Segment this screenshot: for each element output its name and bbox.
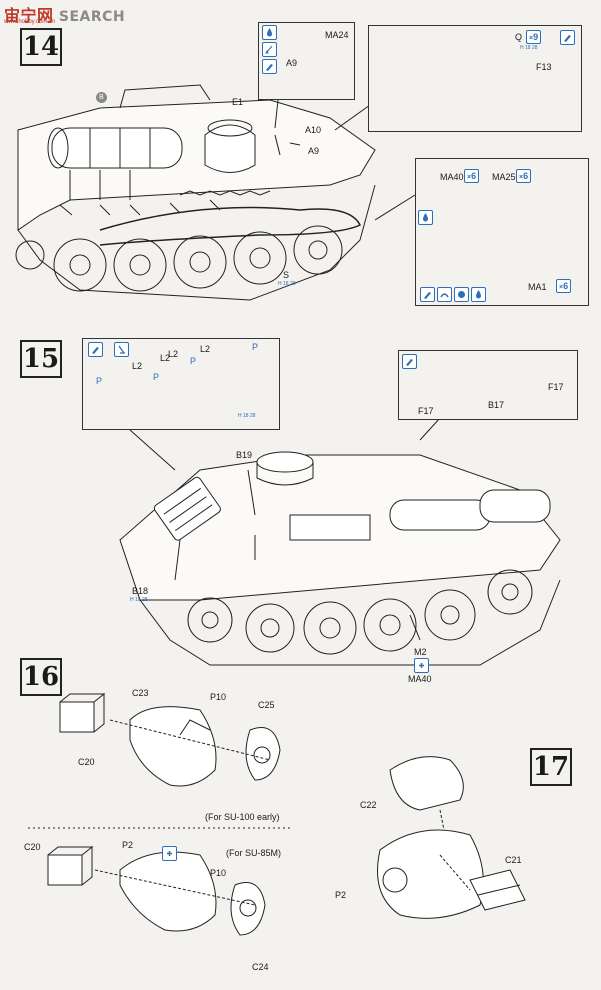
label-P10-su85m: P10 [210, 868, 227, 878]
tag-Q: H 18 28 [520, 45, 538, 51]
watermark-cn: 宙宁网 [4, 6, 54, 25]
cement-icon [414, 658, 429, 673]
brush-icon [560, 30, 575, 45]
file-icon [114, 342, 129, 357]
label-C25: C25 [258, 700, 275, 710]
label-C20-su85m: C20 [24, 842, 41, 852]
label-MA40-main: MA40 [408, 674, 432, 684]
qty-Q: ×9 [526, 30, 542, 44]
tag-B18: H 18 28 [130, 597, 148, 603]
label-B17: B17 [488, 400, 505, 410]
label-M2: M2 [414, 647, 427, 657]
callout-b17-frame [398, 350, 578, 420]
label-MA1: MA1 [528, 282, 547, 292]
qty-MA25: ×6 [516, 169, 532, 183]
paint-icon [454, 287, 469, 302]
note-su100-early: (For SU-100 early) [205, 812, 280, 822]
label-P10-early: P10 [210, 692, 227, 702]
brush-icon [420, 287, 435, 302]
label-C22: C22 [360, 800, 377, 810]
brush-icon [262, 59, 277, 74]
brush-icon [402, 354, 417, 369]
label-P-a: P [96, 376, 103, 386]
label-F13: F13 [536, 62, 552, 72]
glue-icon [418, 210, 433, 225]
bend-icon [437, 287, 452, 302]
label-B-circle: B [96, 92, 107, 103]
callout-b-frame [368, 25, 582, 132]
watermark-url: www.hobby.com.cn [4, 19, 56, 25]
label-P-c: P [190, 356, 197, 366]
step16-su85m [47, 845, 266, 936]
label-P2-su85m: P2 [122, 840, 134, 850]
label-MA25: MA25 [492, 172, 516, 182]
label-L2-c: L2 [200, 344, 211, 354]
watermark-search: SEARCH [58, 9, 126, 25]
label-L2-a: L2 [160, 353, 171, 363]
label-E1: E1 [232, 97, 244, 107]
step16-early [59, 692, 281, 787]
label-L2-d: L2 [132, 361, 143, 371]
label-MA24: MA24 [325, 30, 349, 40]
label-B18: B18 [132, 586, 149, 596]
label-C20-early: C20 [78, 757, 95, 767]
step17-drawing [377, 756, 526, 919]
step-number-14: 14 [20, 28, 62, 66]
watermark: 宙宁网 SEARCH [4, 2, 125, 26]
glue-icon [262, 25, 277, 40]
step15-hull [119, 451, 561, 666]
step-number-16: 16 [20, 658, 62, 696]
label-S: S [283, 270, 290, 280]
label-A9-callout: A9 [286, 58, 298, 68]
label-MA40: MA40 [440, 172, 464, 182]
note-su85m: (For SU-85M) [226, 848, 282, 858]
cement-icon [162, 846, 177, 861]
label-P-b: P [153, 372, 160, 382]
label-L2-b: L2 [168, 349, 179, 359]
label-C21: C21 [505, 855, 522, 865]
tag-S: H 18 28 [278, 281, 296, 287]
brush-icon [88, 342, 103, 357]
qty-MA40: ×6 [464, 169, 480, 183]
label-Q: Q [515, 32, 523, 42]
label-A10: A10 [305, 125, 322, 135]
label-F17-left: F17 [418, 406, 434, 416]
cement-icon [262, 42, 277, 57]
tag-tracks: H 18 28 [238, 413, 256, 419]
glue-icon [471, 287, 486, 302]
label-B19: B19 [236, 450, 253, 460]
label-C23: C23 [132, 688, 149, 698]
label-C24: C24 [252, 962, 269, 972]
label-P-d: P [252, 342, 259, 352]
label-F17-right: F17 [548, 382, 564, 392]
step-number-17: 17 [530, 748, 572, 786]
label-P2-step17: P2 [335, 890, 347, 900]
qty-MA1: ×6 [556, 279, 572, 293]
step14-hull [15, 84, 376, 301]
step-number-15: 15 [20, 340, 62, 378]
label-A9: A9 [308, 146, 320, 156]
